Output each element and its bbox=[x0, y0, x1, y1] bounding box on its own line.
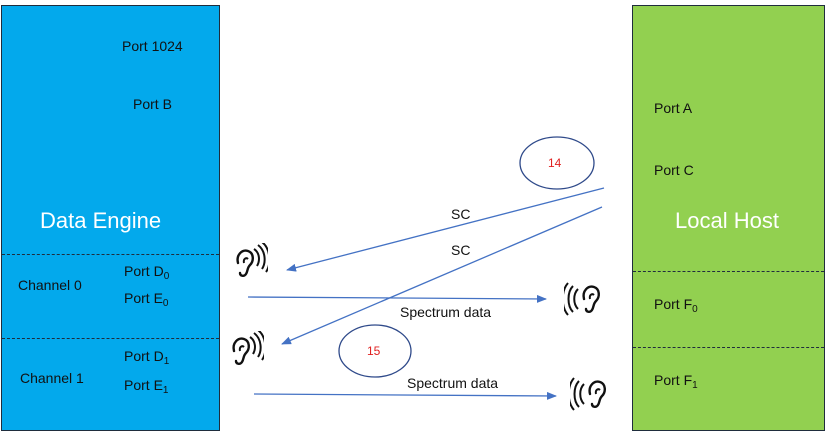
step-15-circle bbox=[338, 324, 412, 378]
port-d1-label: Port D1 bbox=[124, 348, 170, 367]
spectrum-label-2: Spectrum data bbox=[407, 375, 499, 391]
spectrum-arrow-2 bbox=[253, 391, 557, 400]
listener-ear-icon bbox=[564, 282, 600, 316]
sc-label-2: SC bbox=[451, 242, 471, 258]
sc-label-1: SC bbox=[451, 206, 471, 222]
speaker-icon bbox=[232, 331, 264, 365]
sc-arrow-1 bbox=[286, 187, 605, 272]
port-f0-label: Port F0 bbox=[654, 296, 698, 315]
port-a-label: Port A bbox=[654, 100, 693, 116]
local-host-panel: Port A Port C Local Host Port F0 Port F1 bbox=[632, 5, 825, 431]
data-engine-title: Data Engine bbox=[40, 208, 162, 233]
port-e0-label: Port E0 bbox=[124, 290, 169, 309]
channel-0-label: Channel 0 bbox=[18, 277, 82, 293]
step-15-number: 15 bbox=[367, 344, 381, 358]
channel-1-label: Channel 1 bbox=[20, 370, 84, 386]
port-f1-divider bbox=[633, 347, 824, 348]
port-b-label: Port B bbox=[133, 96, 172, 112]
channel0-divider bbox=[2, 254, 219, 255]
speaker-icon bbox=[236, 243, 268, 277]
port-f1-label: Port F1 bbox=[654, 372, 698, 391]
port-d0-label: Port D0 bbox=[124, 263, 170, 282]
port-1024-label: Port 1024 bbox=[122, 38, 183, 54]
spectrum-arrow-1 bbox=[247, 294, 547, 303]
data-engine-panel: Port 1024 Port B Data Engine Channel 0 P… bbox=[1, 5, 220, 431]
sc-arrow-2 bbox=[281, 206, 603, 345]
port-e1-label: Port E1 bbox=[124, 377, 169, 396]
local-host-title: Local Host bbox=[675, 208, 779, 233]
port-f0-divider bbox=[633, 271, 824, 272]
listener-ear-icon bbox=[570, 377, 606, 411]
step-14-circle bbox=[519, 136, 595, 190]
spectrum-label-1: Spectrum data bbox=[400, 304, 492, 320]
port-c-label: Port C bbox=[654, 162, 694, 178]
channel1-divider bbox=[2, 338, 219, 339]
step-14-number: 14 bbox=[548, 156, 562, 170]
